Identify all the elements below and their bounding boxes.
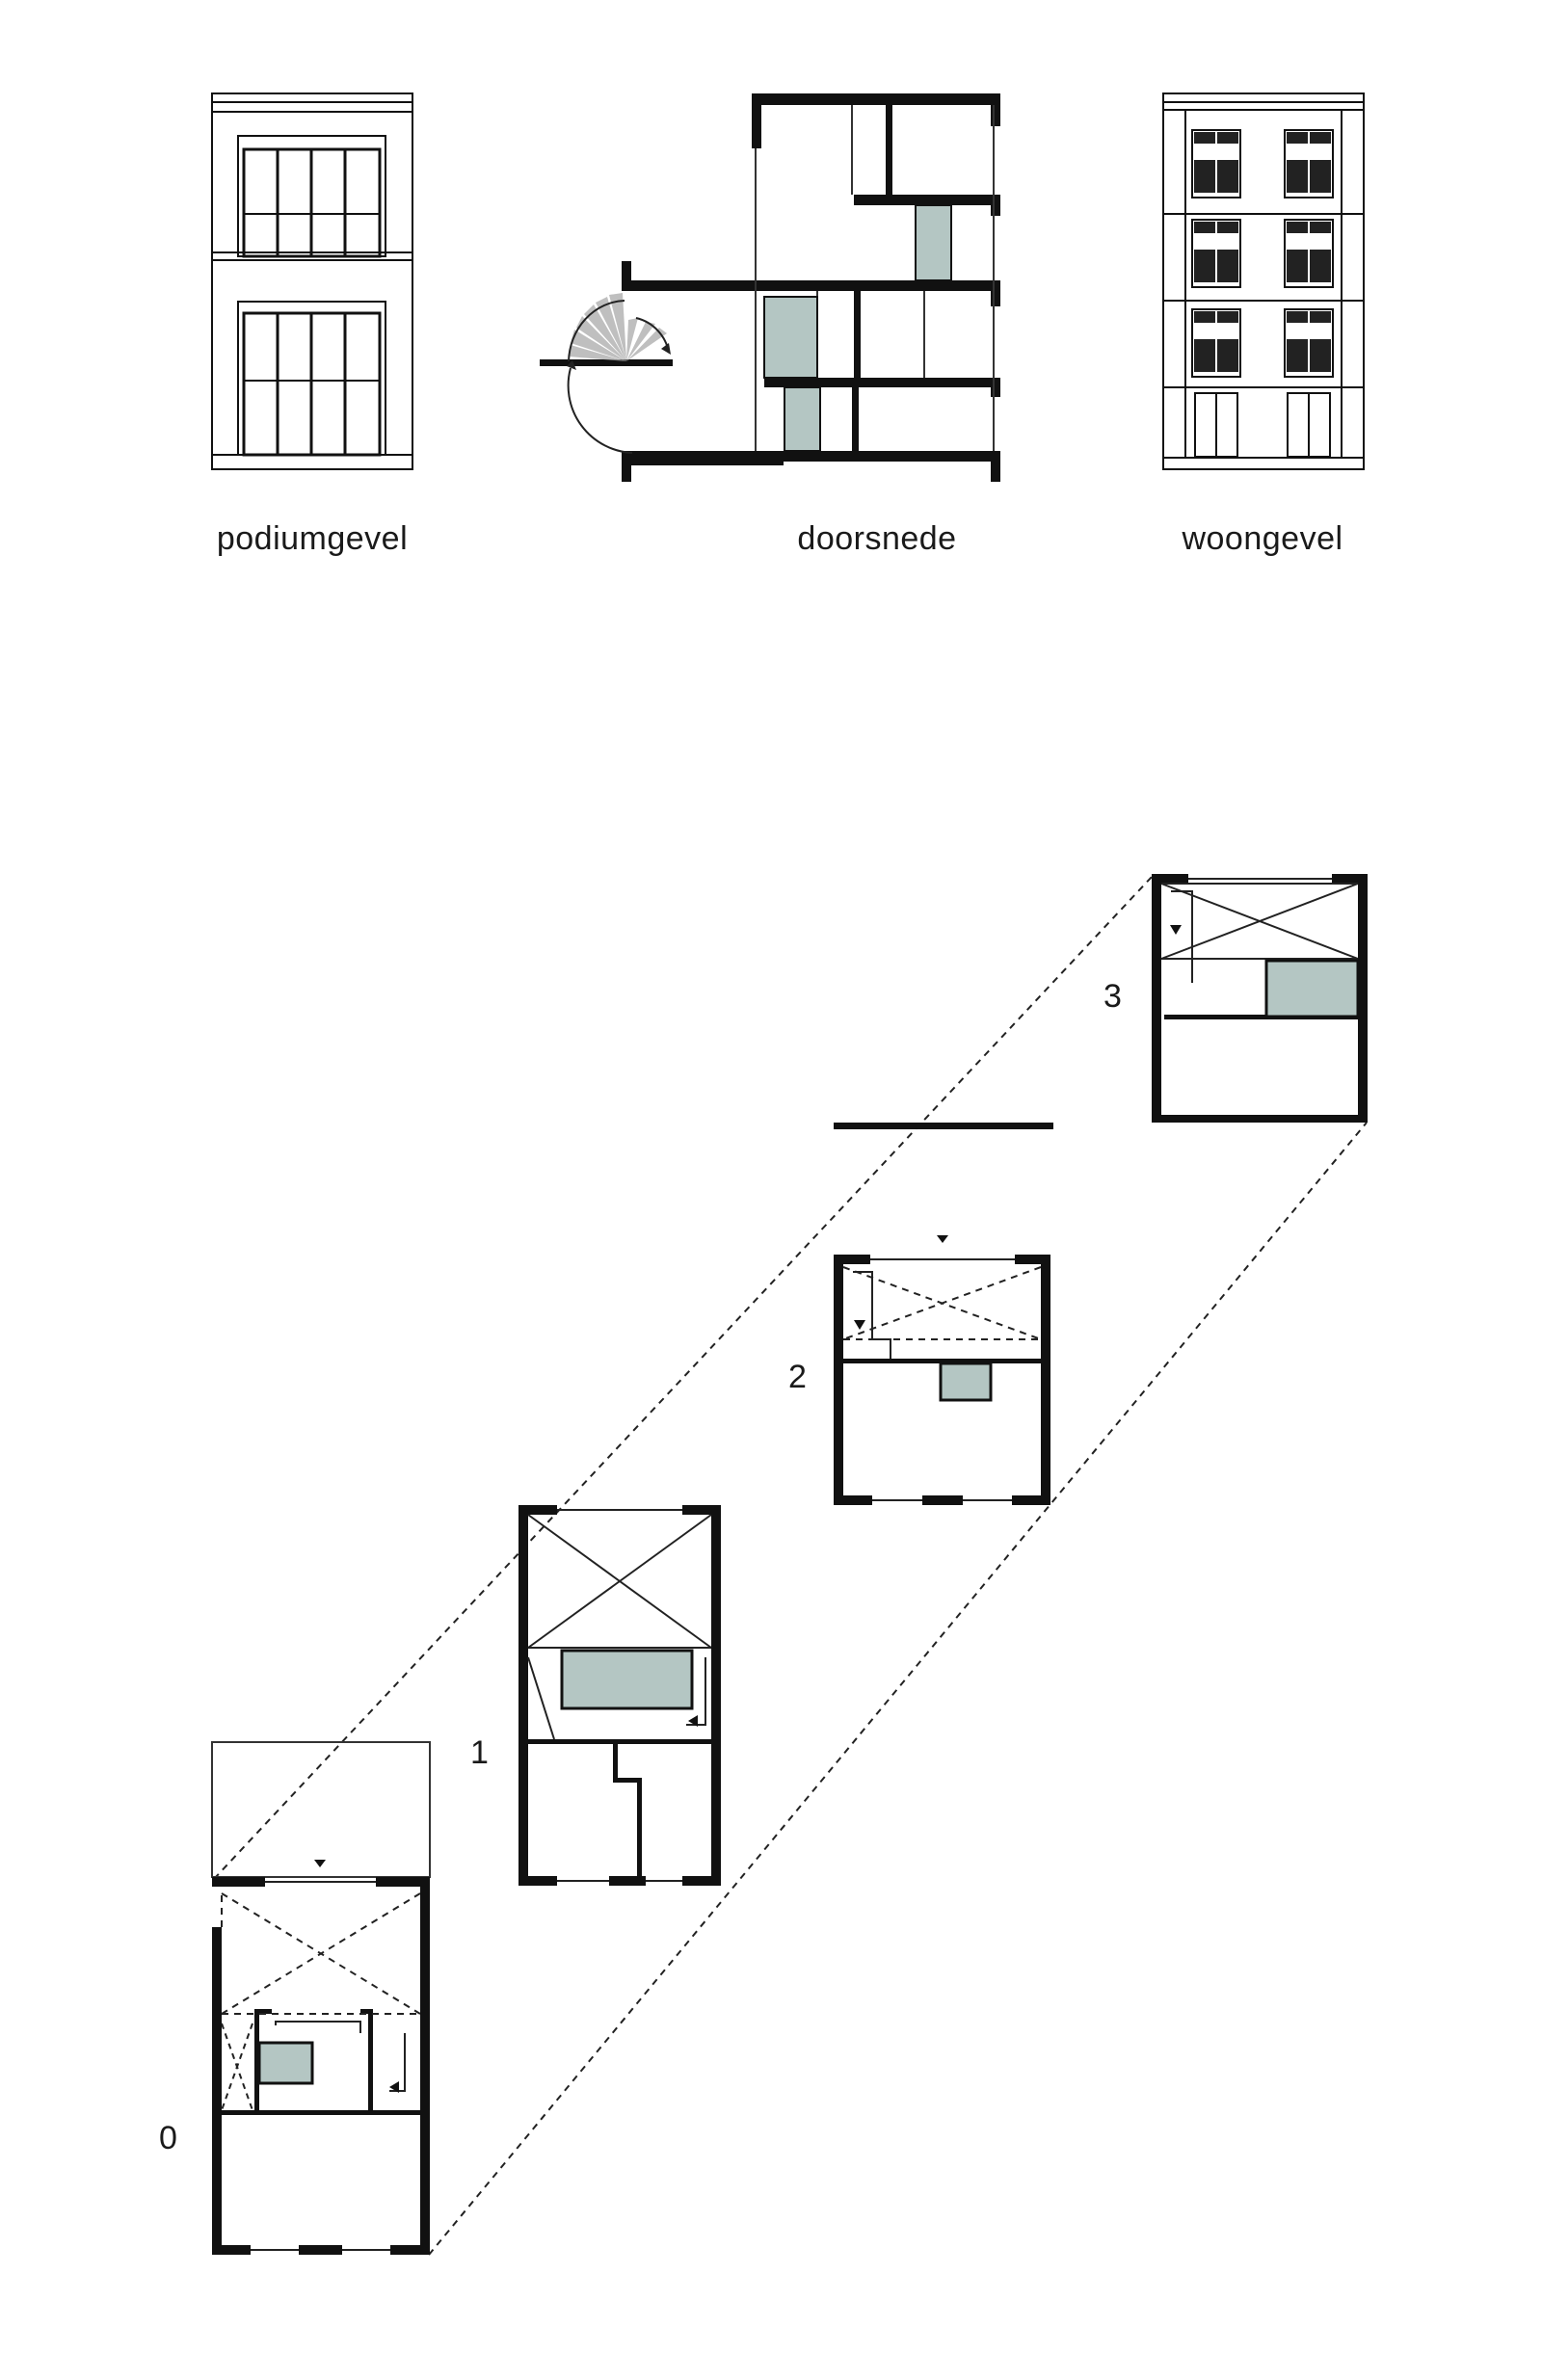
level-label-0: 0 [159, 2120, 177, 2156]
level-label-2: 2 [788, 1359, 807, 1395]
spiral-stair-icon [569, 293, 667, 361]
floor-plan-level-2 [834, 1235, 1050, 1505]
podium-facade-caption: podiumgevel [216, 520, 409, 557]
section-caption: doorsnede [797, 520, 957, 557]
balcony-railings [1194, 132, 1331, 372]
podium-facade-elevation [211, 93, 413, 470]
floor-plan-level-1 [518, 1505, 721, 1886]
isometric-connector-lines [213, 876, 1368, 2256]
level-label-3: 3 [1103, 978, 1122, 1015]
floor-plan-level-0 [211, 1741, 431, 2255]
section-drawing [540, 93, 1000, 482]
housing-facade-elevation [1162, 93, 1365, 470]
divider-bar [834, 1123, 1053, 1129]
floor-plan-level-3 [1152, 874, 1368, 1123]
housing-facade-caption: woongevel [1182, 520, 1343, 557]
level-label-1: 1 [470, 1734, 489, 1771]
facade-windows [1191, 129, 1334, 458]
